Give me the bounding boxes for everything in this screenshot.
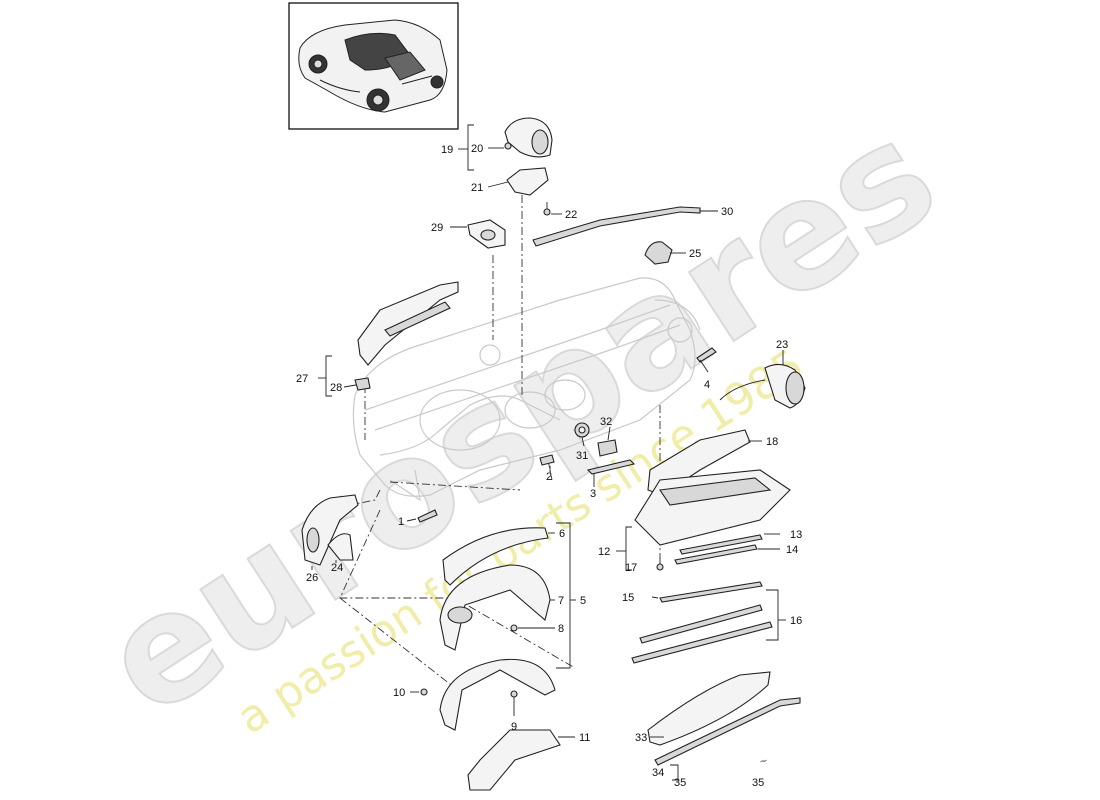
part-defroster-trim-27[interactable]: [357, 281, 459, 366]
part-screw-8[interactable]: [510, 624, 518, 632]
vehicle-thumbnail[interactable]: [288, 2, 459, 130]
part-screw-20[interactable]: [504, 142, 512, 150]
callout-label[interactable]: 14: [786, 544, 798, 556]
callout-label[interactable]: 26: [306, 572, 318, 584]
part-cluster-housing-7[interactable]: [439, 564, 551, 651]
callout-label[interactable]: 2: [546, 471, 552, 483]
part-strip-3[interactable]: [586, 459, 636, 475]
callout-label[interactable]: 17: [625, 562, 637, 574]
callout-label[interactable]: 20: [471, 143, 483, 155]
callout-label[interactable]: 9: [511, 721, 517, 733]
part-air-vent-23[interactable]: [719, 363, 806, 409]
callout-label[interactable]: 34: [652, 767, 664, 779]
callout-labels: 1 2 3 4 5 6 7 8 9 10 11 12 13 14 15 16 1…: [296, 143, 802, 789]
part-cluster-shell-5[interactable]: [439, 658, 556, 731]
callout-label[interactable]: 3: [590, 488, 596, 500]
callout-label[interactable]: 29: [431, 222, 443, 234]
callout-label[interactable]: 1: [398, 516, 404, 528]
part-duct-11[interactable]: [467, 729, 561, 791]
callout-label[interactable]: 4: [704, 379, 710, 391]
callout-label[interactable]: 25: [689, 248, 701, 260]
model-badge-icon: ~: [758, 755, 768, 768]
callout-label[interactable]: 13: [790, 529, 802, 541]
callout-label[interactable]: 19: [441, 144, 453, 156]
callout-label[interactable]: 7: [558, 595, 564, 607]
callout-label[interactable]: 35: [674, 777, 686, 789]
callout-label[interactable]: 18: [766, 436, 778, 448]
part-screw-22[interactable]: [543, 202, 551, 216]
assembly-lines: [339, 195, 661, 689]
part-screw-10[interactable]: [420, 688, 428, 696]
callout-label[interactable]: 24: [331, 562, 343, 574]
callout-label[interactable]: 27: [296, 373, 308, 385]
part-bracket-21[interactable]: [506, 167, 549, 196]
dashboard-assembly-outline: [352, 277, 701, 502]
callout-label[interactable]: 30: [721, 206, 733, 218]
callout-label[interactable]: 5: [580, 595, 586, 607]
part-instrument-hood-19[interactable]: [504, 117, 553, 158]
part-knob-31[interactable]: [574, 422, 590, 438]
part-strip-13[interactable]: [679, 534, 763, 555]
part-trim-panel-33[interactable]: [647, 671, 771, 746]
callout-label[interactable]: 10: [393, 687, 405, 699]
callout-label[interactable]: 28: [330, 382, 342, 394]
callout-label[interactable]: 8: [558, 623, 564, 635]
part-seal-strip-30[interactable]: [532, 206, 701, 247]
callout-label[interactable]: 33: [635, 732, 647, 744]
part-vent-cover-25[interactable]: [644, 241, 673, 265]
part-trim-strip-35[interactable]: ~: [654, 697, 801, 768]
callout-label[interactable]: 15: [622, 592, 634, 604]
callout-label[interactable]: 32: [600, 416, 612, 428]
part-strip-14[interactable]: [674, 544, 758, 565]
part-glovebox-12[interactable]: [634, 469, 791, 546]
part-trim-29[interactable]: [467, 219, 506, 249]
part-clip-2[interactable]: [539, 454, 555, 466]
part-clip-4[interactable]: [696, 347, 717, 363]
part-switch-32[interactable]: [597, 439, 618, 457]
callout-label[interactable]: 16: [790, 615, 802, 627]
part-screw-17[interactable]: [656, 555, 664, 571]
callout-label[interactable]: 21: [471, 182, 483, 194]
part-strip-15[interactable]: [659, 581, 763, 603]
part-clip-1[interactable]: [417, 509, 438, 523]
convertible-car-icon: [298, 19, 448, 113]
callout-label[interactable]: 22: [565, 209, 577, 221]
callout-label[interactable]: 31: [576, 450, 588, 462]
leader-lines: [311, 124, 786, 781]
callout-label[interactable]: 11: [579, 732, 590, 744]
part-cluster-cover-6[interactable]: [442, 527, 549, 586]
part-vent-26[interactable]: [301, 494, 359, 566]
callout-label[interactable]: 35: [752, 777, 764, 789]
part-cover-24[interactable]: [327, 533, 354, 561]
part-clip-28[interactable]: [354, 377, 371, 391]
callout-label[interactable]: 6: [559, 528, 565, 540]
part-strip-16[interactable]: [631, 604, 773, 664]
callout-label[interactable]: 23: [776, 339, 788, 351]
part-screw-9[interactable]: [510, 690, 518, 698]
callout-label[interactable]: 12: [598, 546, 610, 558]
